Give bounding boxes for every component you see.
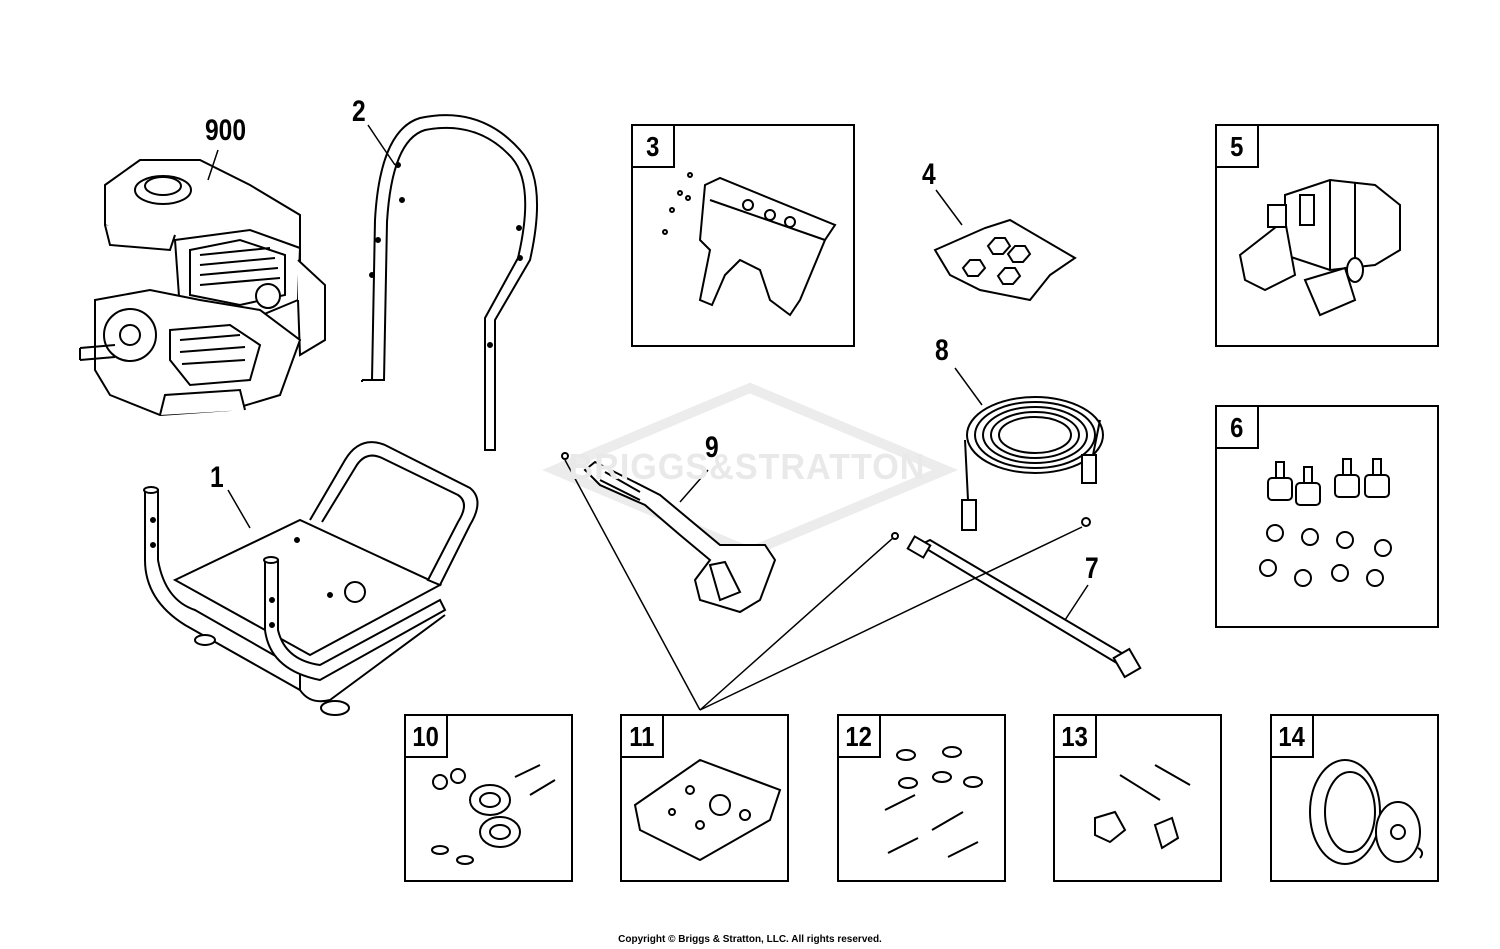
leader-4 bbox=[935, 189, 963, 226]
box-number-frame-hardware: 10 bbox=[406, 716, 448, 758]
box-knob-bolts: 13 bbox=[1053, 714, 1222, 882]
box-frame-hardware: 10 bbox=[404, 714, 573, 882]
callout-hose: 8 bbox=[935, 334, 949, 367]
box-number-pump-hardware: 6 bbox=[1217, 407, 1259, 449]
box-number-accessory-panel: 11 bbox=[622, 716, 664, 758]
watermark-text: BRIGGS&STRATTON bbox=[568, 446, 926, 487]
box-accessory-panel: 11 bbox=[620, 714, 789, 882]
frame-drawing bbox=[143, 441, 479, 716]
box-pump: 5 bbox=[1215, 124, 1439, 347]
leader-1 bbox=[227, 489, 251, 529]
callout-frame: 1 bbox=[210, 461, 224, 494]
box-wheel: 14 bbox=[1270, 714, 1439, 882]
leader-lines-11 bbox=[564, 459, 1083, 711]
pump-hardware-drawing bbox=[1259, 458, 1392, 587]
nozzle-kit-drawing bbox=[933, 218, 1077, 302]
knob-bolts-drawing bbox=[1094, 764, 1191, 850]
lance-drawing bbox=[891, 532, 1142, 679]
box-number-pump: 5 bbox=[1217, 126, 1259, 168]
box-handle-hardware: 12 bbox=[837, 714, 1006, 882]
frame-hardware-drawing bbox=[431, 764, 556, 865]
handle-hardware-drawing bbox=[884, 746, 983, 858]
callout-nozzle-kit: 4 bbox=[922, 158, 936, 191]
leader-2 bbox=[367, 124, 396, 166]
box-number-gun-holder: 3 bbox=[633, 126, 675, 168]
gun-drawing bbox=[561, 452, 777, 614]
callout-lance: 7 bbox=[1085, 552, 1099, 585]
box-number-knob-bolts: 13 bbox=[1055, 716, 1097, 758]
pump-drawing bbox=[1238, 178, 1401, 317]
box-number-wheel: 14 bbox=[1272, 716, 1314, 758]
handle-drawing bbox=[361, 114, 539, 451]
callout-gun: 9 bbox=[705, 431, 719, 464]
box-pump-hardware: 6 bbox=[1215, 405, 1439, 628]
gun-holder-drawing bbox=[662, 172, 837, 317]
hose-drawing bbox=[961, 396, 1104, 531]
box-number-handle-hardware: 12 bbox=[839, 716, 881, 758]
panel-drawing bbox=[633, 758, 782, 862]
copyright-notice: Copyright © Briggs & Stratton, LLC. All … bbox=[618, 934, 882, 945]
leader-8 bbox=[954, 367, 983, 406]
leader-900 bbox=[207, 149, 219, 181]
leader-9 bbox=[679, 469, 709, 503]
wheel-drawing bbox=[1309, 759, 1424, 865]
engine-drawing bbox=[79, 159, 326, 417]
callout-engine: 900 bbox=[205, 114, 247, 147]
leader-7 bbox=[1064, 584, 1089, 621]
box-gun-holder: 3 bbox=[631, 124, 855, 347]
callout-handle: 2 bbox=[352, 95, 366, 128]
